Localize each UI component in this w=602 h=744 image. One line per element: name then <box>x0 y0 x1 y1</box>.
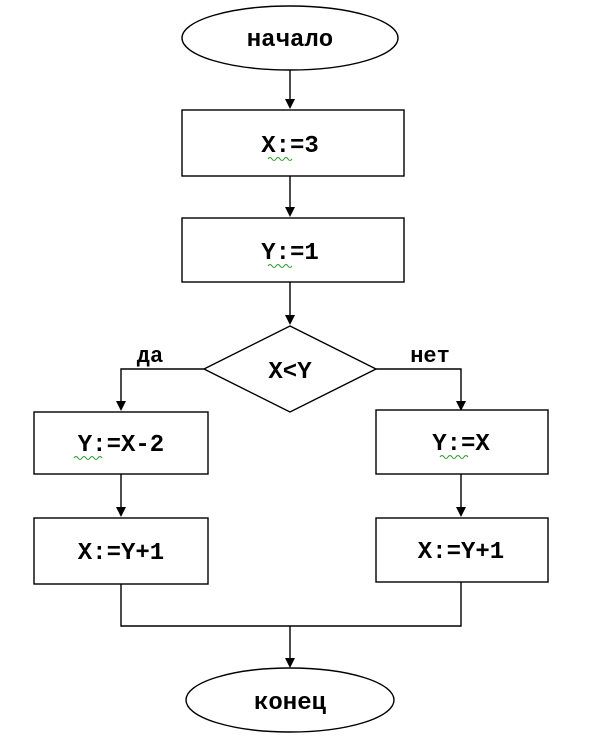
decision-condition: X<Y <box>268 359 312 386</box>
end-terminal: конец <box>185 667 395 733</box>
no-step2-label: X:=Y+1 <box>418 539 504 566</box>
yes-step-y-assign: Y:=X-2 <box>33 411 209 475</box>
arrow-step1-to-step2 <box>285 176 295 217</box>
yes-step1-label: Y:=X-2 <box>78 432 164 459</box>
no-branch-label: нет <box>410 344 450 369</box>
yes-step2-label: X:=Y+1 <box>78 540 164 567</box>
start-terminal: начало <box>181 5 399 71</box>
yes-branch-label: да <box>137 344 163 369</box>
no-step-x-assign: X:=Y+1 <box>375 517 549 583</box>
end-label: конец <box>254 690 327 717</box>
decision-diamond: X<Y <box>202 325 378 413</box>
start-label: начало <box>247 27 333 54</box>
process-step-x-assign: X:=3 <box>181 109 405 177</box>
process-step-y-assign: Y:=1 <box>181 217 405 283</box>
step1-label: X:=3 <box>261 133 319 160</box>
yes-step-x-assign: X:=Y+1 <box>33 517 209 585</box>
step2-label: Y:=1 <box>261 240 319 267</box>
no-step-y-assign: Y:=X <box>375 409 549 475</box>
spellcheck-underline <box>73 455 103 461</box>
spellcheck-underline <box>267 156 293 162</box>
arrow-yes-step1-to-step2 <box>116 474 126 517</box>
arrow-no-step1-to-step2 <box>456 474 466 517</box>
arrow-step2-to-decision <box>285 282 295 325</box>
spellcheck-underline <box>439 454 469 460</box>
yes-branch-connector <box>116 368 204 411</box>
no-step1-label: Y:=X <box>432 431 490 458</box>
arrow-start-to-step1 <box>285 70 295 109</box>
merge-connector <box>120 582 462 668</box>
no-branch-connector <box>376 368 466 411</box>
spellcheck-underline <box>267 263 293 269</box>
